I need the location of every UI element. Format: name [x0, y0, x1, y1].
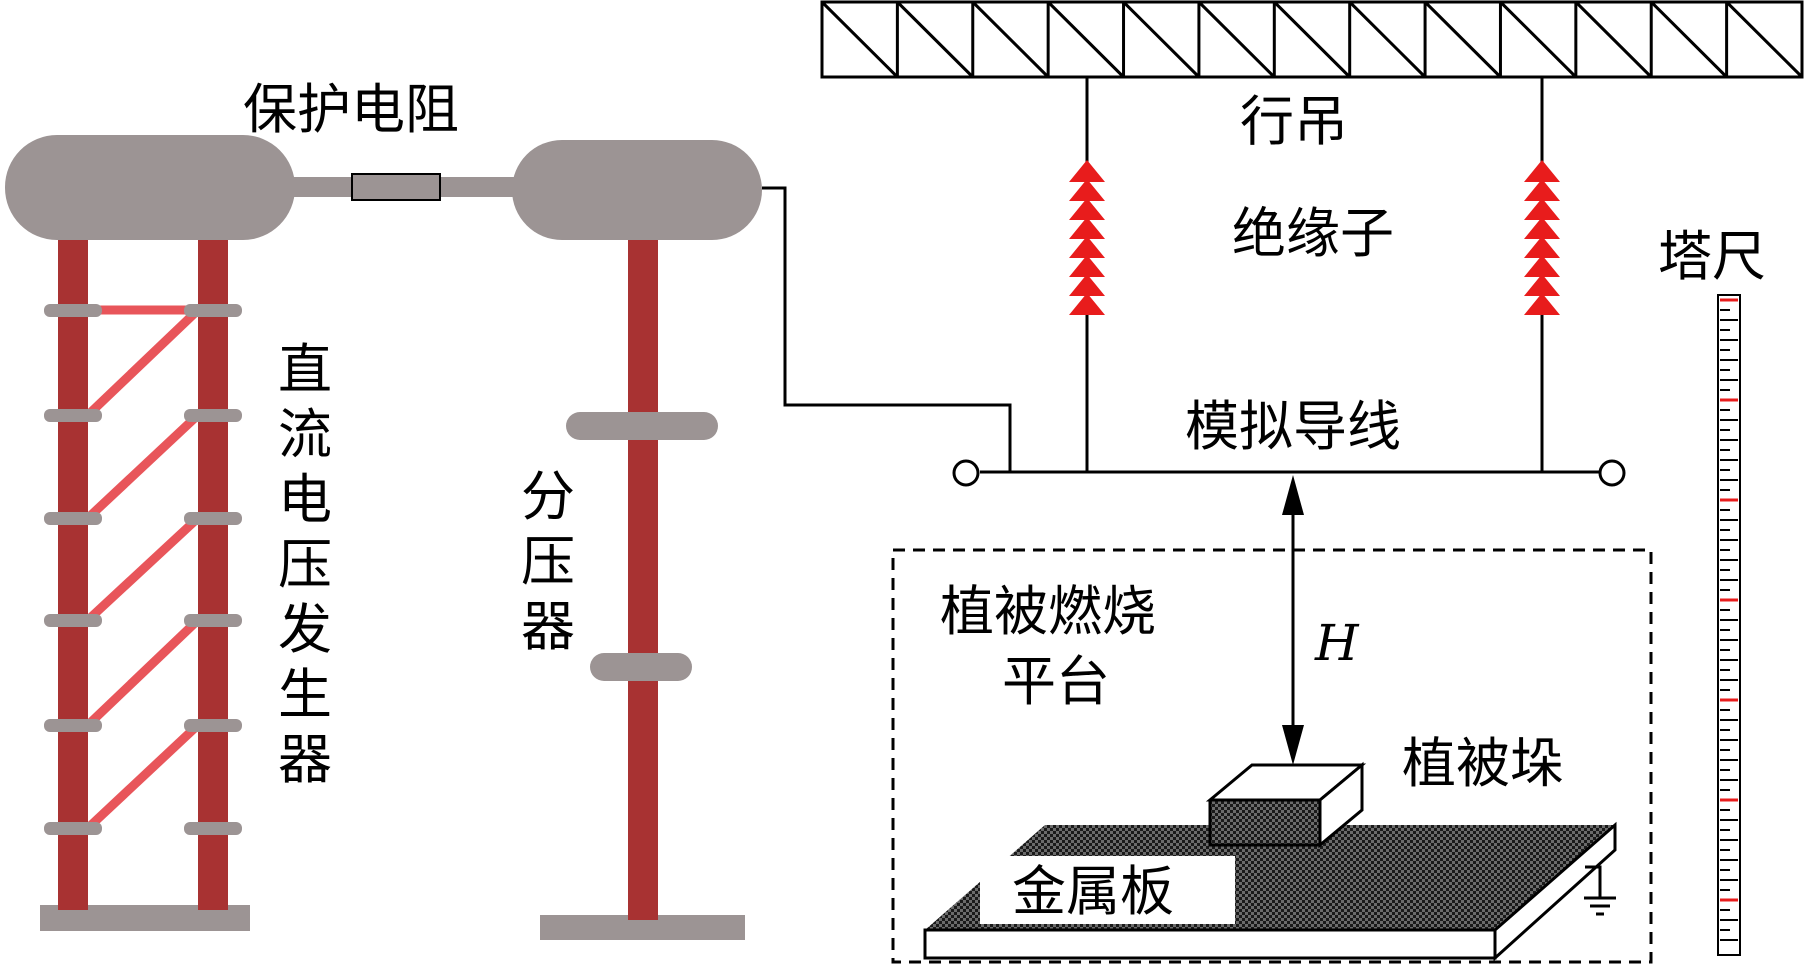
ground-icon: [1584, 865, 1616, 916]
label-burning-platform-2: 平台: [1002, 650, 1110, 713]
label-voltage-divider: 分 压 器: [521, 465, 575, 658]
conductor-end-right: [1598, 459, 1626, 487]
insulator-disc: [1524, 293, 1560, 315]
insulator-disc: [1524, 160, 1560, 182]
label-insulator: 绝缘子: [1232, 202, 1394, 265]
conductor-end-left: [952, 459, 980, 487]
insulator-left: [1069, 160, 1105, 315]
divider-electrode: [512, 140, 762, 240]
insulator-disc: [1069, 274, 1105, 296]
svg-text:发: 发: [278, 598, 332, 661]
label-gap-height: H: [1314, 614, 1360, 672]
metal-plate: [923, 821, 1617, 962]
svg-text:压: 压: [521, 530, 575, 593]
insulator-disc: [1069, 217, 1105, 239]
insulator-disc: [1524, 255, 1560, 277]
label-burning-platform-1: 植被燃烧: [940, 580, 1156, 643]
svg-text:电: 电: [278, 468, 332, 531]
insulator-right: [1524, 160, 1560, 315]
svg-text:生: 生: [278, 663, 332, 726]
insulator-disc: [1524, 236, 1560, 258]
divider-ring-lower: [590, 653, 692, 681]
metal-plate-label-bg: [980, 856, 1235, 924]
generator-rings: [44, 304, 242, 835]
generator-leg-right: [198, 230, 228, 910]
vegetation-pile: [1205, 761, 1367, 849]
ruler-body: [1717, 294, 1741, 956]
divider-ring-upper: [566, 412, 718, 440]
svg-text:压: 压: [278, 533, 332, 596]
protective-resistor: [351, 173, 441, 201]
label-dc-generator: 直 流 电 压 发 生 器: [278, 338, 332, 791]
insulator-disc: [1069, 236, 1105, 258]
divider-column: [628, 230, 658, 920]
metal-plate-front: [923, 928, 1497, 960]
svg-text:分: 分: [521, 465, 575, 528]
label-vegetation-pile: 植被垛: [1402, 732, 1564, 795]
generator-electrode: [5, 135, 295, 240]
svg-text:器: 器: [521, 595, 575, 658]
insulator-disc: [1524, 217, 1560, 239]
gap-height-arrow: [1282, 475, 1304, 765]
insulator-disc: [1524, 198, 1560, 220]
dc-voltage-generator: [5, 135, 295, 931]
label-protective-resistor: 保护电阻: [243, 78, 459, 141]
insulator-disc: [1069, 160, 1105, 182]
svg-text:器: 器: [278, 728, 332, 791]
insulator-disc: [1524, 179, 1560, 201]
arrow-down-icon: [1282, 725, 1304, 765]
insulator-disc: [1524, 274, 1560, 296]
label-simulated-conductor: 模拟导线: [1185, 395, 1401, 458]
tower-ruler: [1717, 294, 1741, 956]
arrow-up-icon: [1282, 475, 1304, 515]
label-crane: 行吊: [1240, 90, 1348, 153]
voltage-divider: [512, 140, 762, 940]
insulator-disc: [1069, 179, 1105, 201]
label-metal-plate: 金属板: [1012, 860, 1174, 923]
svg-text:直: 直: [278, 338, 332, 401]
lead-wire: [762, 186, 1012, 472]
metal-plate-side: [1493, 821, 1617, 962]
svg-text:流: 流: [278, 403, 332, 466]
insulator-disc: [1069, 198, 1105, 220]
burning-platform-box: [891, 548, 1653, 964]
crane-truss: [820, 0, 1804, 79]
generator-leg-left: [58, 230, 88, 910]
insulator-disc: [1069, 293, 1105, 315]
generator-braces: [84, 305, 202, 832]
label-tower-ruler: 塔尺: [1658, 225, 1766, 288]
insulator-disc: [1069, 255, 1105, 277]
